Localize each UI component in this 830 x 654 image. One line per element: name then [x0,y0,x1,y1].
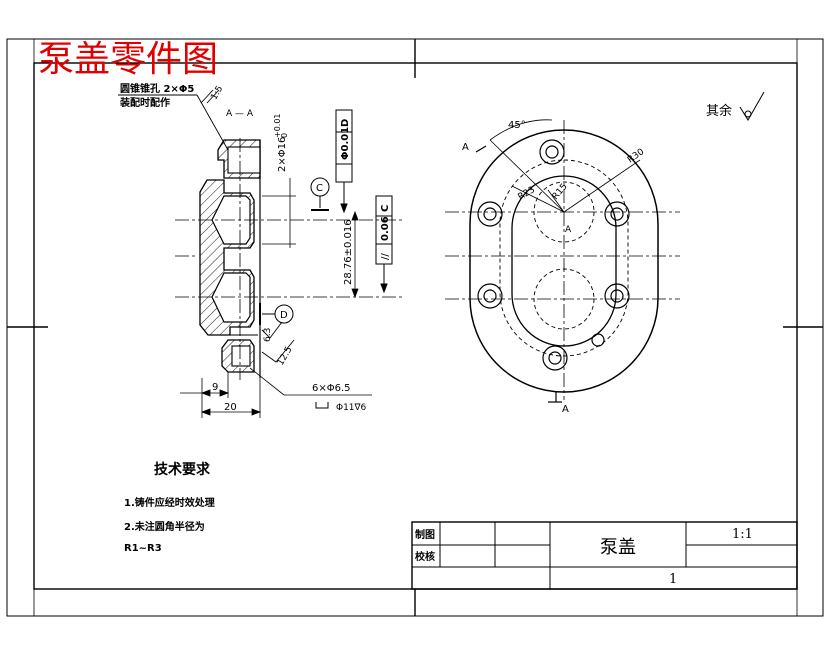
section-marker-bottom: A [562,404,569,415]
dim-hole-tol-lower: 0 [280,133,289,138]
flatness-frame [335,109,353,214]
assembly-note: 装配时配作 [119,96,170,109]
dim-hole-diameter [262,178,296,248]
angle-dim [489,119,565,213]
tech-req-heading: 技术要求 [154,461,211,478]
dim-hole-vertical: 2×Φ16 [277,137,288,172]
tech-req-item3: R1~R3 [124,543,162,554]
section-markers [475,145,562,403]
drawing-title: 泵盖零件图 [38,39,218,80]
parallel-datum: C [380,205,391,212]
scale-value: 1:1 [732,527,753,542]
top-view [445,119,680,403]
flatness-tol: Φ0.01 [340,127,351,160]
slope-label: 1:5 [209,84,225,102]
note-leader [118,89,229,151]
dim-12-5: 12.5 [276,345,295,367]
datum-d-label: D [280,310,288,321]
bolt-holes [477,139,630,371]
title-block [411,521,798,590]
parallel-frame [375,195,393,294]
section-view: A — A 圆锥锥孔 2×Φ5 装配时配作 1:5 2×Φ16 +0.01 0 … [118,82,405,418]
counterbore-note: Φ11∇6 [336,403,367,413]
counterbore-icon [315,402,329,409]
holes-note: 6×Φ6.5 [312,383,351,394]
parallel-symbol: // [380,253,391,260]
center-a-label: A [565,225,572,235]
datum-c-label: C [316,183,323,194]
roughness-marks [261,321,295,363]
tech-req-item1: 1.铸件应经时效处理 [124,496,215,509]
radius-leaders [511,159,641,213]
top-centerlines [445,120,680,400]
flatness-datum: D [340,119,351,127]
dim-20: 20 [224,402,237,413]
dim-6-3: 6.3 [263,328,273,342]
checked-label: 校核 [415,550,435,563]
datum-c [310,177,330,211]
parallel-tol: 0.06 [380,216,391,241]
roughness-other-label: 其余 [706,103,732,119]
sheet-number: 1 [669,572,677,587]
dim-center-distance [351,210,359,299]
section-body [199,139,261,378]
radius-r15: R15 [551,182,570,202]
center-dist: 28.76±0.016 [343,219,354,285]
radius-r23: R23 [517,185,537,203]
cone-hole-note: 圆锥锥孔 2×Φ5 [120,82,194,95]
angle-label: 45° [508,120,526,131]
dim-9: 9 [212,382,218,393]
section-marker-top: A [462,142,469,153]
part-name: 泵盖 [600,537,636,558]
tech-req-item2: 2.未注圆角半径为 [124,520,205,533]
tech-requirements: 技术要求 1.铸件应经时效处理 2.未注圆角半径为 R1~R3 [124,461,215,554]
roughness-other: 其余 [706,91,765,121]
datum-d [259,303,294,325]
dim-hole-tol-upper: +0.01 [273,113,282,138]
dim-bottom [180,372,262,418]
drawn-label: 制图 [415,528,435,541]
section-label: A — A [226,109,254,119]
roughness-symbol-icon [739,91,765,121]
holes-note-leader [249,367,372,396]
